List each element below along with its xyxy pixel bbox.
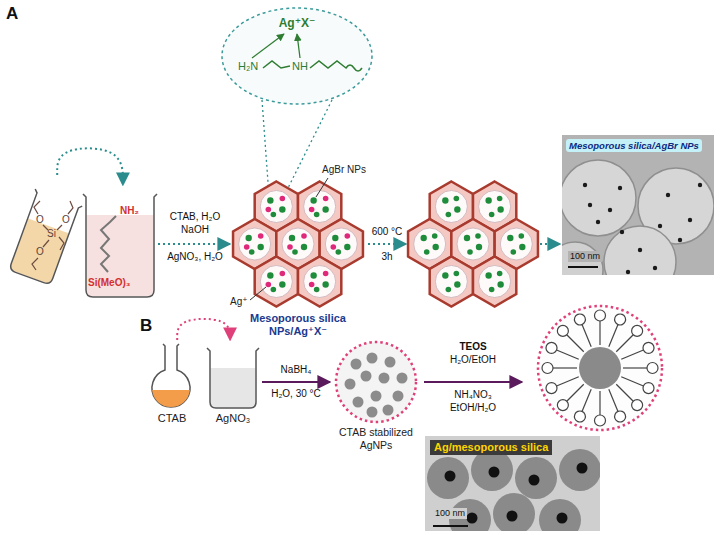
silver-nitrate-beaker: AgNO₃ [204,340,262,430]
nanoparticle-circle: CTAB stabilized AgNPs [330,340,422,460]
tem-image [425,436,600,531]
scale-label: 100 nm [568,251,602,262]
scale-label: 100 nm [433,508,467,519]
flow-arrow [177,319,230,340]
leader-line [316,178,328,197]
silane-beaker: NH₂ Si(MeO)₃ [80,185,158,300]
condition-label: H₂O/EtOH [430,354,516,366]
tem-image [562,135,714,275]
flow-arrow [262,381,330,383]
beaker-liquid [211,368,256,408]
beaker-outline [83,194,157,297]
process-arrow [540,243,560,245]
reagent-label: NH₄NO₃ [430,389,516,401]
tem-panel: Ag/mesoporous silica 100 nm [425,436,600,531]
reagent-label: NaOH [160,224,230,236]
reagent-label: AgNO₃ [204,412,262,425]
condition-label: 600 °C [367,226,407,238]
zoom-line [262,100,269,196]
propyl-chain [310,61,362,71]
image-title: Mesoporous silica/AgBr NPs [566,139,702,152]
atom-label: O [36,246,44,258]
process-arrow [368,243,406,245]
beaker-outline [207,348,259,408]
reagent-label: TEOS [430,341,516,353]
reagent-label: CTAB, H₂O [160,211,230,223]
panel-letter: A [6,4,18,24]
teos-beaker: OSiOO [4,175,80,290]
process-arrow [424,381,522,383]
core-shell-particle [538,306,662,430]
amine-group: NH₂ [120,205,139,217]
amine-group: H₂N [238,60,258,73]
reagent-label: CTAB [146,412,198,425]
reagent-label: NaBH₄ [264,364,328,376]
flow-arrow [158,243,230,245]
tem-panel: Mesoporous silica/AgBr NPs 100 nm [562,135,714,275]
condition-label: H₂O, 30 °C [264,388,328,400]
silane-group: Si(MeO)₃ [88,277,130,289]
beaker-liquid [87,215,154,297]
silane-chain [101,216,116,272]
ion-pair: Ag⁺X⁻ [272,16,322,30]
coordination-arrow [297,34,300,58]
inset-ellipse: Ag⁺X⁻ H₂N NH [222,8,372,104]
leader-line [250,287,266,300]
flask-outline [152,344,190,407]
teos-bonds [32,201,73,270]
ctab-flask: CTAB [146,340,198,430]
atom-label: O [36,214,44,226]
flow-arrow [57,148,123,185]
amine-group: NH [292,60,308,73]
beaker-outline [6,189,82,286]
inset-outline [222,8,372,104]
atom-label: Si [47,228,56,240]
stage-heading: CTAB stabilized AgNPs [330,426,422,451]
image-title: Ag/mesoporous silica [430,440,552,455]
reagent-label: AgNO₃, H₂O [160,251,230,263]
stage-heading: Mesoporous silica NPs/Ag⁺X⁻ [230,312,366,338]
zoom-line [284,100,332,196]
silica-cluster: AgBr NPsAg⁺ Mesoporous silica NPs/Ag⁺X⁻ [230,162,366,362]
atom-label: O [62,214,70,226]
teos-beaker [6,189,82,286]
coordination-arrow [252,34,284,58]
silver-nanoparticles [345,353,408,418]
flask-liquid [152,390,190,407]
condition-label: EtOH/H₂O [430,402,516,414]
calcined-cluster [408,182,538,307]
condition-label: 3h [367,251,407,263]
part-label: AgBr NPs [306,164,366,176]
ethylene-chain [263,61,290,68]
mesoporous-silica-cluster [233,182,363,307]
panel-letter: B [140,316,152,336]
part-label: Ag⁺ [230,296,248,308]
micelle-outline [336,342,416,422]
teos-liquid [10,218,69,284]
